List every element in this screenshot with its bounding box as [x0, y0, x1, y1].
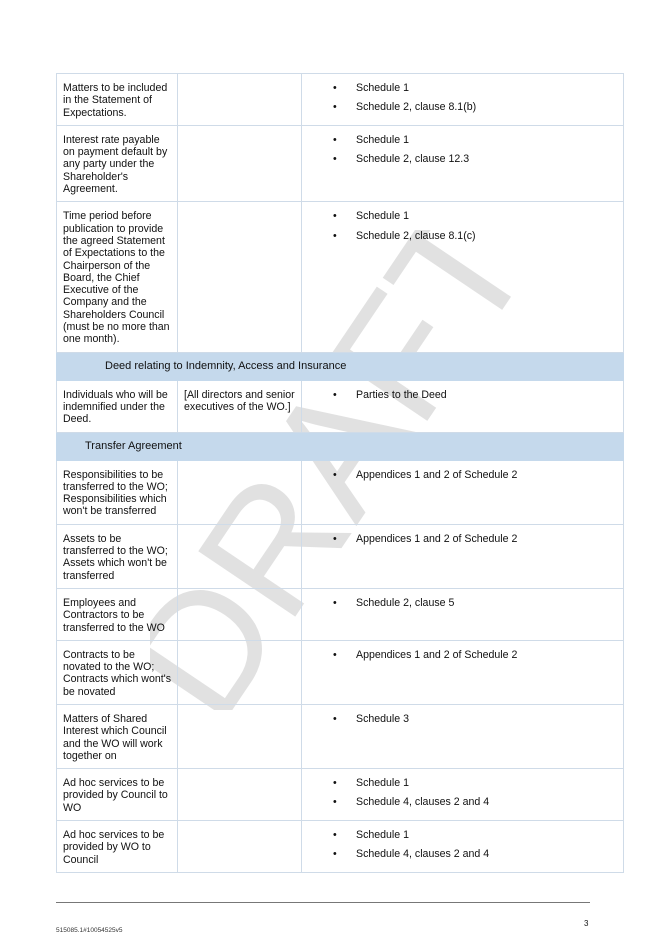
reference-list: Schedule 1 Schedule 4, clauses 2 and 4 — [308, 777, 618, 809]
detail-cell — [177, 124, 302, 203]
reference-item: Schedule 4, clauses 2 and 4 — [308, 848, 618, 861]
reference-cell: Appendices 1 and 2 of Schedule 2 — [301, 523, 624, 589]
document-reference: 515085.1#10054525v5 — [56, 927, 123, 934]
table-row: Contracts to be novated to the WO; Contr… — [56, 639, 624, 705]
table-section-transfer: Transfer Agreement — [56, 431, 624, 461]
matter-cell: Matters of Shared Interest which Council… — [56, 703, 178, 770]
matter-cell: Responsibilities to be transferred to th… — [56, 459, 178, 525]
detail-cell: [All directors and senior executives of … — [177, 379, 302, 433]
reference-cell: Schedule 2, clause 5 — [301, 587, 624, 641]
reference-item: Parties to the Deed — [308, 389, 618, 402]
table-row: Assets to be transferred to the WO; Asse… — [56, 523, 624, 589]
reference-list: Schedule 1 Schedule 2, clause 8.1(b) — [308, 82, 618, 114]
reference-item: Schedule 1 — [308, 210, 618, 223]
detail-cell — [177, 768, 302, 822]
matter-cell: Contracts to be novated to the WO; Contr… — [56, 639, 178, 705]
reference-item: Appendices 1 and 2 of Schedule 2 — [308, 533, 618, 546]
matter-cell: Ad hoc services to be provided by WO to … — [56, 820, 178, 873]
table-row: Interest rate payable on payment default… — [56, 124, 624, 203]
reference-item: Schedule 2, clause 8.1(b) — [308, 101, 618, 114]
detail-cell — [177, 523, 302, 589]
reference-cell: Schedule 1 Schedule 2, clause 8.1(b) — [301, 73, 624, 126]
table-row: Ad hoc services to be provided by WO to … — [56, 820, 624, 873]
detail-cell — [177, 201, 302, 353]
reference-item: Schedule 1 — [308, 82, 618, 95]
table-row: Ad hoc services to be provided by Counci… — [56, 768, 624, 822]
table-body-top: Matters to be included in the Statement … — [56, 73, 624, 353]
matter-cell: Individuals who will be indemnified unde… — [56, 379, 178, 433]
reference-list: Schedule 1 Schedule 4, clauses 2 and 4 — [308, 829, 618, 861]
reference-list: Appendices 1 and 2 of Schedule 2 — [308, 533, 618, 546]
reference-list: Schedule 1 Schedule 2, clause 12.3 — [308, 134, 618, 166]
schedule-table: Matters to be included in the Statement … — [56, 73, 624, 873]
table-row: Matters to be included in the Statement … — [56, 73, 624, 126]
reference-item: Schedule 1 — [308, 777, 618, 790]
reference-item: Appendices 1 and 2 of Schedule 2 — [308, 469, 618, 482]
reference-cell: Schedule 3 — [301, 703, 624, 770]
reference-item: Schedule 1 — [308, 829, 618, 842]
reference-list: Schedule 2, clause 5 — [308, 597, 618, 610]
section-title-deed: Deed relating to Indemnity, Access and I… — [56, 351, 624, 381]
reference-item: Appendices 1 and 2 of Schedule 2 — [308, 649, 618, 662]
matter-cell: Interest rate payable on payment default… — [56, 124, 178, 203]
reference-cell: Schedule 1 Schedule 4, clauses 2 and 4 — [301, 820, 624, 873]
matter-cell: Matters to be included in the Statement … — [56, 73, 178, 126]
table-row: Individuals who will be indemnified unde… — [56, 379, 624, 433]
table-section-deed: Deed relating to Indemnity, Access and I… — [56, 351, 624, 381]
detail-cell — [177, 587, 302, 641]
reference-item: Schedule 2, clause 12.3 — [308, 153, 618, 166]
table-row: Responsibilities to be transferred to th… — [56, 459, 624, 525]
table-row: Time period before publication to provid… — [56, 201, 624, 353]
reference-cell: Appendices 1 and 2 of Schedule 2 — [301, 459, 624, 525]
section-row-deed: Deed relating to Indemnity, Access and I… — [56, 351, 624, 381]
reference-item: Schedule 4, clauses 2 and 4 — [308, 796, 618, 809]
reference-cell: Appendices 1 and 2 of Schedule 2 — [301, 639, 624, 705]
reference-item: Schedule 2, clause 8.1(c) — [308, 230, 618, 243]
matter-cell: Time period before publication to provid… — [56, 201, 178, 353]
reference-cell: Schedule 1 Schedule 2, clause 12.3 — [301, 124, 624, 203]
reference-list: Appendices 1 and 2 of Schedule 2 — [308, 469, 618, 482]
matter-cell: Assets to be transferred to the WO; Asse… — [56, 523, 178, 589]
section-row-transfer: Transfer Agreement — [56, 431, 624, 461]
reference-list: Schedule 3 — [308, 713, 618, 726]
reference-cell: Parties to the Deed — [301, 379, 624, 433]
matter-cell: Employees and Contractors to be transfer… — [56, 587, 178, 641]
reference-list: Parties to the Deed — [308, 389, 618, 402]
table-body-deed: Individuals who will be indemnified unde… — [56, 379, 624, 433]
reference-item: Schedule 3 — [308, 713, 618, 726]
reference-list: Appendices 1 and 2 of Schedule 2 — [308, 649, 618, 662]
footer-rule — [56, 902, 590, 903]
detail-cell — [177, 639, 302, 705]
detail-cell — [177, 73, 302, 126]
reference-cell: Schedule 1 Schedule 2, clause 8.1(c) — [301, 201, 624, 353]
reference-list: Schedule 1 Schedule 2, clause 8.1(c) — [308, 210, 618, 242]
reference-item: Schedule 1 — [308, 134, 618, 147]
page-number: 3 — [584, 919, 589, 928]
detail-cell — [177, 459, 302, 525]
detail-cell — [177, 820, 302, 873]
matter-cell: Ad hoc services to be provided by Counci… — [56, 768, 178, 822]
reference-cell: Schedule 1 Schedule 4, clauses 2 and 4 — [301, 768, 624, 822]
detail-cell — [177, 703, 302, 770]
table-body-transfer: Responsibilities to be transferred to th… — [56, 459, 624, 873]
section-title-transfer: Transfer Agreement — [56, 431, 624, 461]
table-row: Matters of Shared Interest which Council… — [56, 703, 624, 770]
reference-item: Schedule 2, clause 5 — [308, 597, 618, 610]
table-row: Employees and Contractors to be transfer… — [56, 587, 624, 641]
